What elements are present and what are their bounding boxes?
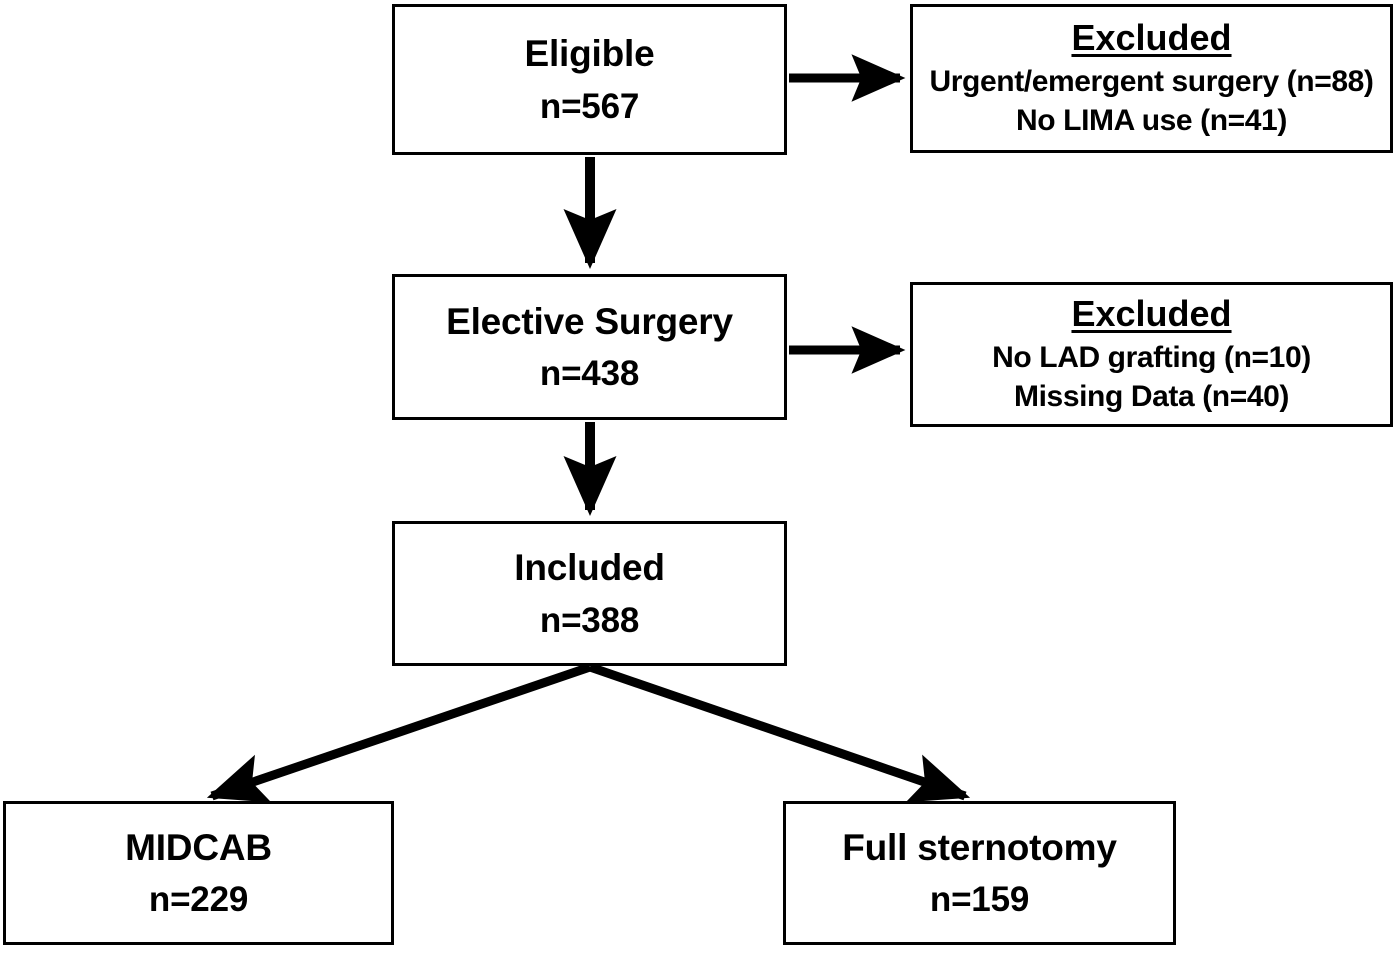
node-full-sternotomy: Full sternotomy n=159 <box>783 801 1176 945</box>
node-midcab-title: MIDCAB <box>125 826 272 868</box>
node-included: Included n=388 <box>392 521 787 666</box>
node-midcab: MIDCAB n=229 <box>3 801 394 945</box>
node-full-sternotomy-count: n=159 <box>929 880 1030 920</box>
node-excluded-2: Excluded No LAD grafting (n=10) Missing … <box>910 282 1393 427</box>
node-excluded-1-title: Excluded <box>1071 16 1232 58</box>
edge-included-to-sternotomy <box>588 662 971 803</box>
node-included-title: Included <box>514 547 665 589</box>
node-eligible-title: Eligible <box>524 33 655 75</box>
node-eligible: Eligible n=567 <box>392 4 787 155</box>
node-included-count: n=388 <box>539 600 640 640</box>
node-excluded-1-reason-2: No LIMA use (n=41) <box>1016 103 1287 137</box>
node-eligible-count: n=567 <box>539 86 640 126</box>
node-excluded-2-title: Excluded <box>1071 292 1232 334</box>
node-elective-surgery-title: Elective Surgery <box>446 300 733 342</box>
node-midcab-count: n=229 <box>148 880 249 920</box>
edge-included-to-midcab <box>206 662 592 803</box>
node-full-sternotomy-title: Full sternotomy <box>842 826 1117 868</box>
node-elective-surgery-count: n=438 <box>539 354 640 394</box>
node-elective-surgery: Elective Surgery n=438 <box>392 274 787 420</box>
node-excluded-1-reason-1: Urgent/emergent surgery (n=88) <box>929 65 1374 99</box>
node-excluded-1: Excluded Urgent/emergent surgery (n=88) … <box>910 4 1393 153</box>
node-excluded-2-reason-1: No LAD grafting (n=10) <box>992 341 1311 375</box>
node-excluded-2-reason-2: Missing Data (n=40) <box>1014 379 1289 413</box>
